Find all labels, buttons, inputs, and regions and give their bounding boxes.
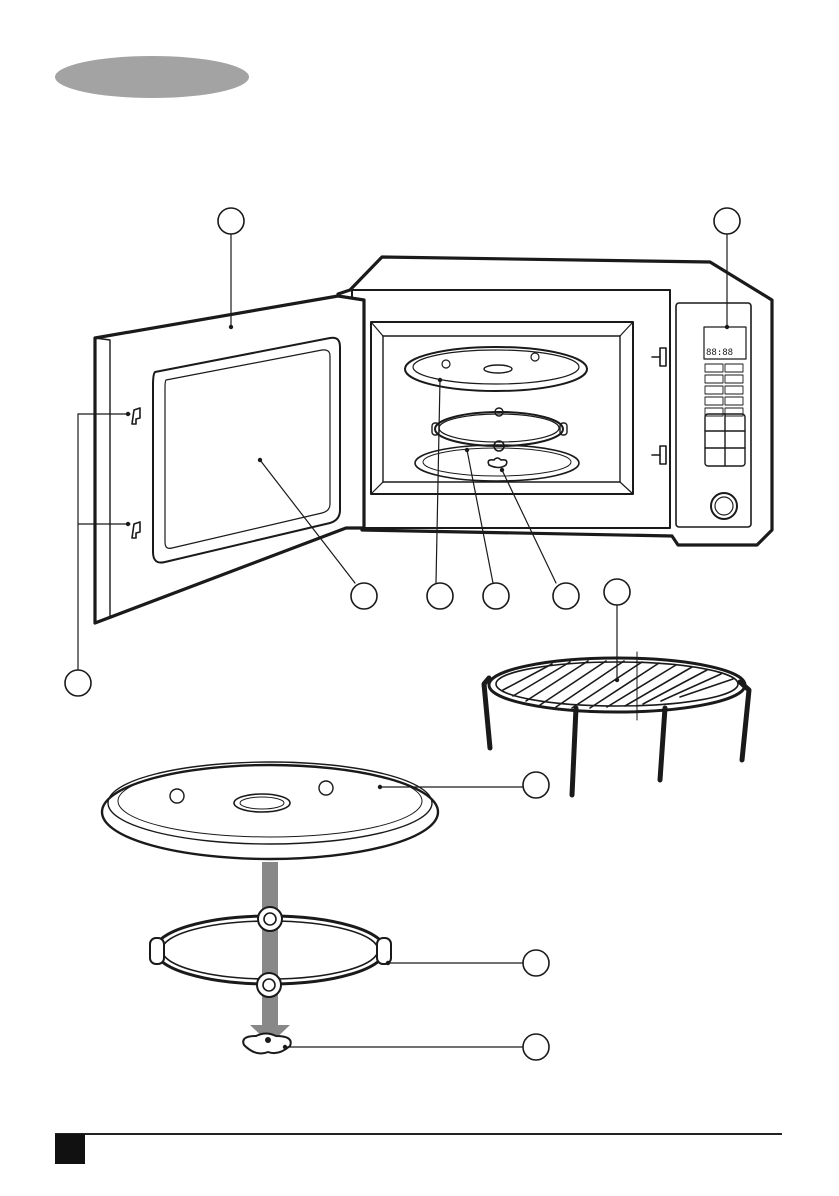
footer-rule — [55, 1133, 782, 1135]
callout-door — [218, 208, 244, 234]
callout-door-window — [351, 583, 377, 609]
assembly-arrow — [250, 862, 290, 1044]
callout-roller-ring-detail — [523, 950, 549, 976]
callout-control-panel — [714, 208, 740, 234]
callout-turntable-coupler — [553, 583, 579, 609]
callout-coupler-detail — [523, 1034, 549, 1060]
microwave-body — [338, 257, 772, 545]
svg-text:88:88: 88:88 — [706, 348, 733, 358]
turntable-detail — [102, 762, 438, 859]
callout-grill-rack — [604, 579, 630, 605]
coupler-detail — [243, 1034, 291, 1054]
page-number-block — [55, 1134, 85, 1164]
section-header-pill — [55, 56, 249, 98]
callout-glass-turntable — [427, 583, 453, 609]
callout-door-latches — [65, 670, 91, 696]
callout-roller-ring — [483, 583, 509, 609]
callout-turntable-detail — [523, 772, 549, 798]
microwave-door — [95, 296, 364, 623]
